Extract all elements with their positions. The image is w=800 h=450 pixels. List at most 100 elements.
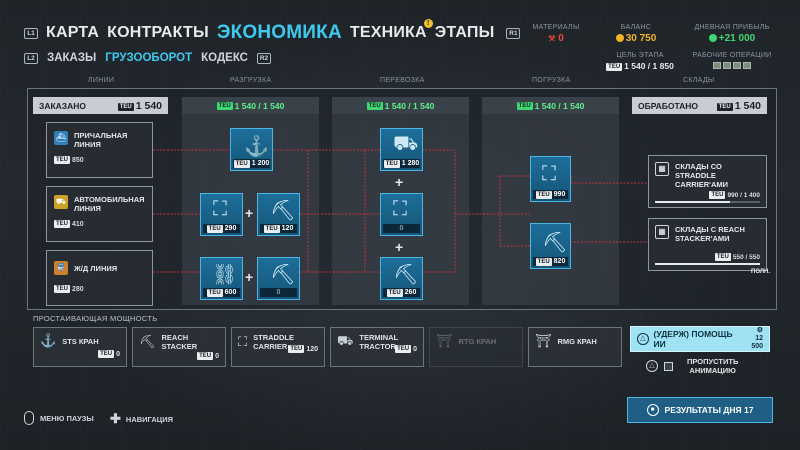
materials-number: 0: [558, 33, 564, 44]
ai-help-count-value: 12: [755, 335, 764, 342]
store-progress: [655, 263, 760, 265]
sts-crane-icon: ⚓: [244, 136, 269, 158]
rtg-crane-icon: ⛩: [436, 333, 453, 348]
idle-value: 0: [215, 353, 219, 360]
l1-key-icon: L1: [24, 27, 38, 39]
teu-badge: TEU: [288, 345, 305, 353]
work-op-slot: [723, 62, 731, 69]
ship-icon: ⛴: [54, 131, 68, 145]
work-ops-label: РАБОЧИЕ ОПЕРАЦИИ: [692, 52, 772, 59]
skip-checkbox[interactable]: [664, 361, 673, 371]
tab-equipment[interactable]: ТЕХНИКА!: [350, 19, 433, 42]
store-name-3: CARRIER'АМИ: [675, 180, 729, 189]
teu-badge: TEU: [54, 156, 70, 164]
gear-icon: ⚙: [756, 327, 764, 334]
skip-label-2: АНИМАЦИЮ: [689, 366, 736, 375]
tab-orders[interactable]: ЗАКАЗЫ: [47, 52, 97, 64]
line-name-1: АВТОМОБИЛЬНАЯ: [74, 195, 145, 204]
idle-rmg-crane[interactable]: ⛩RMG КРАН: [528, 327, 622, 367]
profit-coin-icon: [708, 34, 717, 42]
day-results-button[interactable]: ■ РЕЗУЛЬТАТЫ ДНЯ 17: [627, 397, 773, 423]
equipment-value: 820: [553, 258, 566, 265]
tab-contracts[interactable]: КОНТРАКТЫ: [107, 24, 209, 41]
teu-badge: TEU: [709, 191, 726, 199]
navigation-hint[interactable]: ✚ НАВИГАЦИЯ: [110, 411, 173, 427]
equipment-value: 0: [276, 289, 281, 296]
daily-profit-stat: ДНЕВНАЯ ПРИБЫЛЬ +21 000: [690, 24, 774, 44]
tab-cargo-turnover[interactable]: ГРУЗООБОРОТ: [105, 52, 193, 64]
balance-label: БАЛАНС: [620, 24, 652, 31]
store-progress-fill: [655, 263, 760, 265]
day-results-label: РЕЗУЛЬТАТЫ ДНЯ 17: [664, 405, 754, 415]
balance-value: 30 750: [606, 33, 666, 44]
balance-number: 30 750: [625, 33, 657, 44]
unloading-progress: 1 540 / 1 540: [234, 100, 285, 111]
teu-badge: TEU: [535, 257, 552, 266]
tab-economy[interactable]: ЭКОНОМИКА: [216, 22, 342, 43]
straddle-carrier-icon: ⛶: [238, 334, 248, 349]
balance-stat: БАЛАНС 30 750: [606, 24, 666, 44]
store-name-2: STACKER'АМИ: [675, 234, 730, 243]
rail-crane-icon: ⛓: [212, 264, 238, 286]
equipment-reach-stacker-rail[interactable]: ⛏ 0: [257, 257, 300, 300]
equipment-straddle-transport[interactable]: ⛶ 0: [380, 193, 423, 236]
idle-capacity-title: ПРОСТАИВАЮЩАЯ МОЩНОСТЬ: [33, 314, 158, 323]
square-button-icon: ■: [646, 404, 659, 416]
teu-badge: TEU: [233, 159, 250, 168]
idle-head: ⛏REACH STACKER: [139, 333, 219, 351]
tab-stages[interactable]: ЭТАПЫ: [434, 24, 495, 41]
options-button-icon: [24, 411, 34, 425]
pause-menu-hint[interactable]: МЕНЮ ПАУЗЫ: [24, 411, 94, 425]
store-value: 550 / 550: [732, 254, 760, 261]
teu-badge: TEU: [98, 350, 115, 358]
teu-badge: TEU: [117, 102, 134, 111]
col-header-unloading: РАЗГРУЗКА: [230, 77, 272, 84]
daily-profit-label: ДНЕВНАЯ ПРИБЫЛЬ: [694, 24, 770, 31]
materials-value: ⚒ 0: [528, 33, 584, 44]
line-card-head: 🚆 Ж/Д ЛИНИЯ: [54, 261, 145, 275]
teu-badge: TEU: [206, 288, 223, 297]
reach-stacker-icon: ⛏: [139, 334, 156, 349]
tab-map[interactable]: КАРТА: [46, 24, 100, 41]
equipment-value: 990: [553, 191, 566, 198]
plus-icon: +: [245, 269, 254, 285]
tab-codex[interactable]: КОДЕКС: [201, 52, 248, 64]
col-header-lines: ЛИНИИ: [88, 77, 115, 84]
